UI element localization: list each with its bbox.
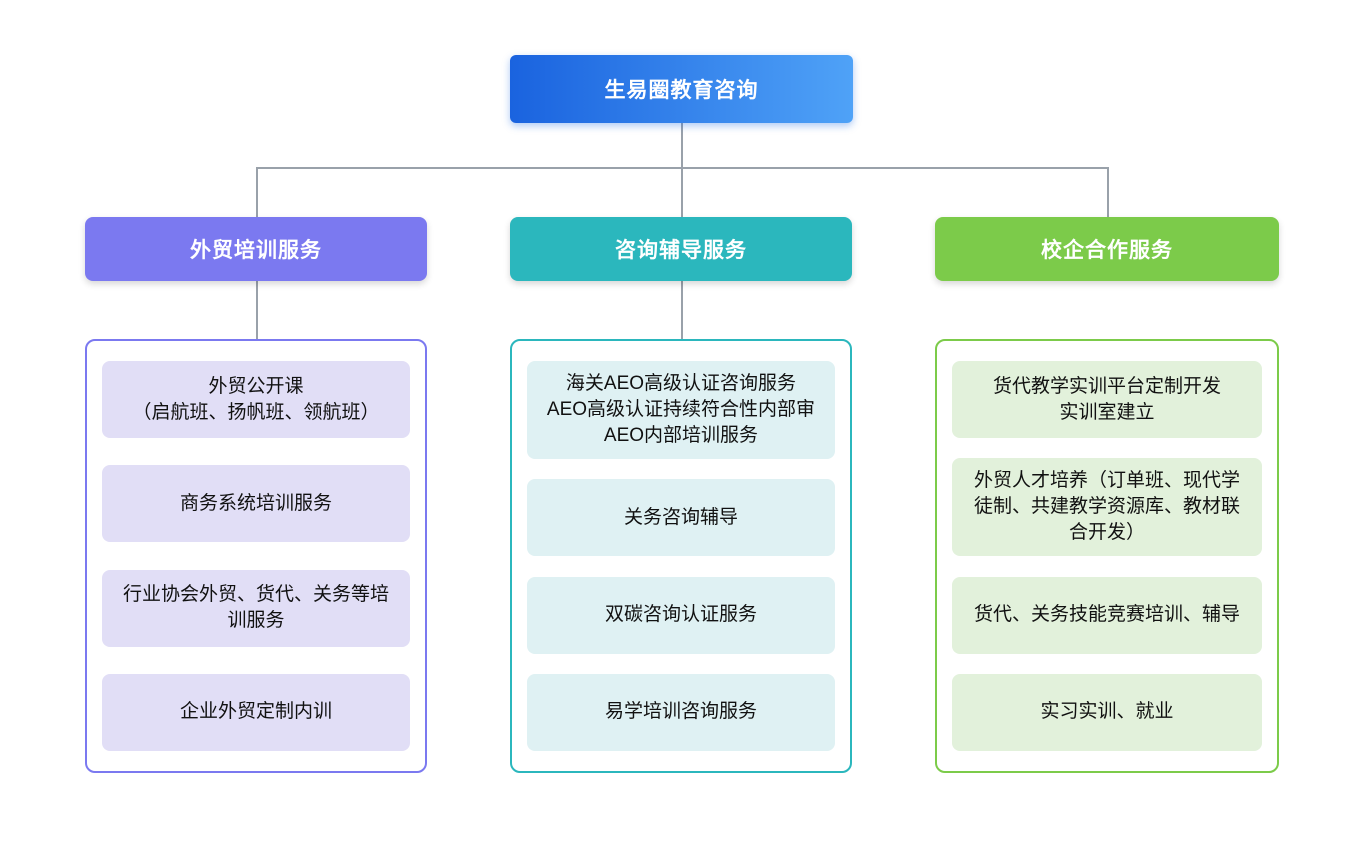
connector-branch2-to-box <box>681 281 683 339</box>
branch-consulting-title: 咨询辅导服务 <box>615 239 747 262</box>
connector-branch3-drop <box>1107 167 1109 217</box>
list-item: 关务咨询辅导 <box>527 479 835 557</box>
list-item: 货代、关务技能竞赛培训、辅导 <box>952 576 1262 654</box>
list-item: 易学培训咨询服务 <box>527 673 835 751</box>
branch-trade-training-box: 外贸公开课 （启航班、扬帆班、领航班） 商务系统培训服务 行业协会外贸、货代、关… <box>85 339 427 773</box>
connector-branch1-to-box <box>256 281 258 339</box>
branch-school-enterprise-header: 校企合作服务 <box>935 217 1279 281</box>
connector-root-vertical <box>681 123 683 168</box>
list-item: 货代教学实训平台定制开发 实训室建立 <box>952 361 1262 438</box>
branch-school-enterprise: 校企合作服务 货代教学实训平台定制开发 实训室建立 外贸人才培养（订单班、现代学… <box>935 0 1279 844</box>
list-item: 海关AEO高级认证咨询服务 AEO高级认证持续符合性内部审 AEO内部培训服务 <box>527 361 835 459</box>
branch-consulting: 咨询辅导服务 海关AEO高级认证咨询服务 AEO高级认证持续符合性内部审 AEO… <box>510 0 852 844</box>
list-item: 实习实训、就业 <box>952 673 1262 751</box>
root-node-label: 生易圈教育咨询 <box>604 79 759 102</box>
branch-school-enterprise-box: 货代教学实训平台定制开发 实训室建立 外贸人才培养（订单班、现代学 徒制、共建教… <box>935 339 1279 773</box>
list-item: 外贸公开课 （启航班、扬帆班、领航班） <box>102 361 410 438</box>
branch-consulting-header: 咨询辅导服务 <box>510 217 852 281</box>
branch-school-enterprise-title: 校企合作服务 <box>1041 239 1173 262</box>
list-item: 双碳咨询认证服务 <box>527 576 835 654</box>
list-item: 商务系统培训服务 <box>102 465 410 543</box>
branch-trade-training-header: 外贸培训服务 <box>85 217 427 281</box>
branch-consulting-box: 海关AEO高级认证咨询服务 AEO高级认证持续符合性内部审 AEO内部培训服务 … <box>510 339 852 773</box>
connector-branch2-drop <box>681 167 683 217</box>
branch-trade-training: 外贸培训服务 外贸公开课 （启航班、扬帆班、领航班） 商务系统培训服务 行业协会… <box>85 0 427 844</box>
branch-trade-training-title: 外贸培训服务 <box>190 239 322 262</box>
list-item: 企业外贸定制内训 <box>102 673 410 751</box>
list-item: 行业协会外贸、货代、关务等培 训服务 <box>102 569 410 647</box>
list-item: 外贸人才培养（订单班、现代学 徒制、共建教学资源库、教材联 合开发） <box>952 458 1262 557</box>
connector-branch1-drop <box>256 167 258 217</box>
root-node: 生易圈教育咨询 <box>510 55 853 123</box>
